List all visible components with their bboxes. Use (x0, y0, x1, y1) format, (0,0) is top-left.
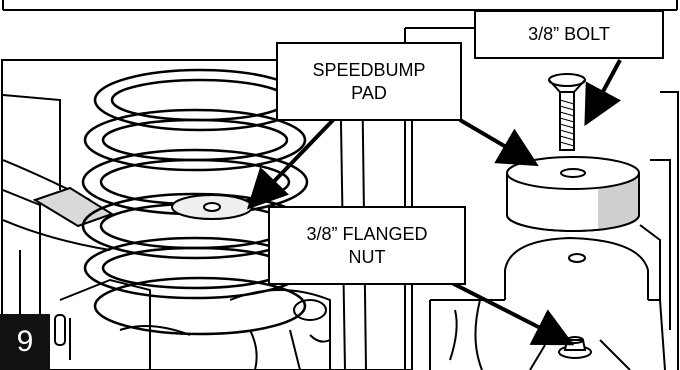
spring-seat-part (429, 236, 666, 370)
pad-leader-arrow-left (246, 116, 337, 210)
exploded-view-panel (404, 27, 679, 370)
bolt-leader-arrow (584, 59, 622, 127)
pad-leader-arrow-right (458, 118, 539, 167)
bolt-callout: 3/8” BOLT (474, 10, 664, 59)
top-frame (2, 0, 678, 11)
flanged-nut-callout: 3/8” FLANGED NUT (268, 206, 466, 285)
nut-leader-arrow (449, 280, 575, 346)
bolt-part (548, 73, 586, 151)
nut-label-line2: NUT (348, 246, 386, 267)
flanged-nut-part (529, 336, 631, 370)
step-number: 9 (16, 325, 34, 358)
bolt-label: 3/8” BOLT (528, 24, 610, 45)
leader-arrows (246, 59, 622, 346)
speedbump-pad-part (506, 156, 640, 232)
pad-label-line1: SPEEDBUMP (312, 60, 426, 80)
nut-label-line1: 3/8” FLANGED (306, 224, 428, 244)
speedbump-pad-callout: SPEEDBUMP PAD (276, 42, 462, 121)
step-number-badge: 9 (0, 314, 50, 370)
pad-label-line2: PAD (351, 82, 387, 103)
